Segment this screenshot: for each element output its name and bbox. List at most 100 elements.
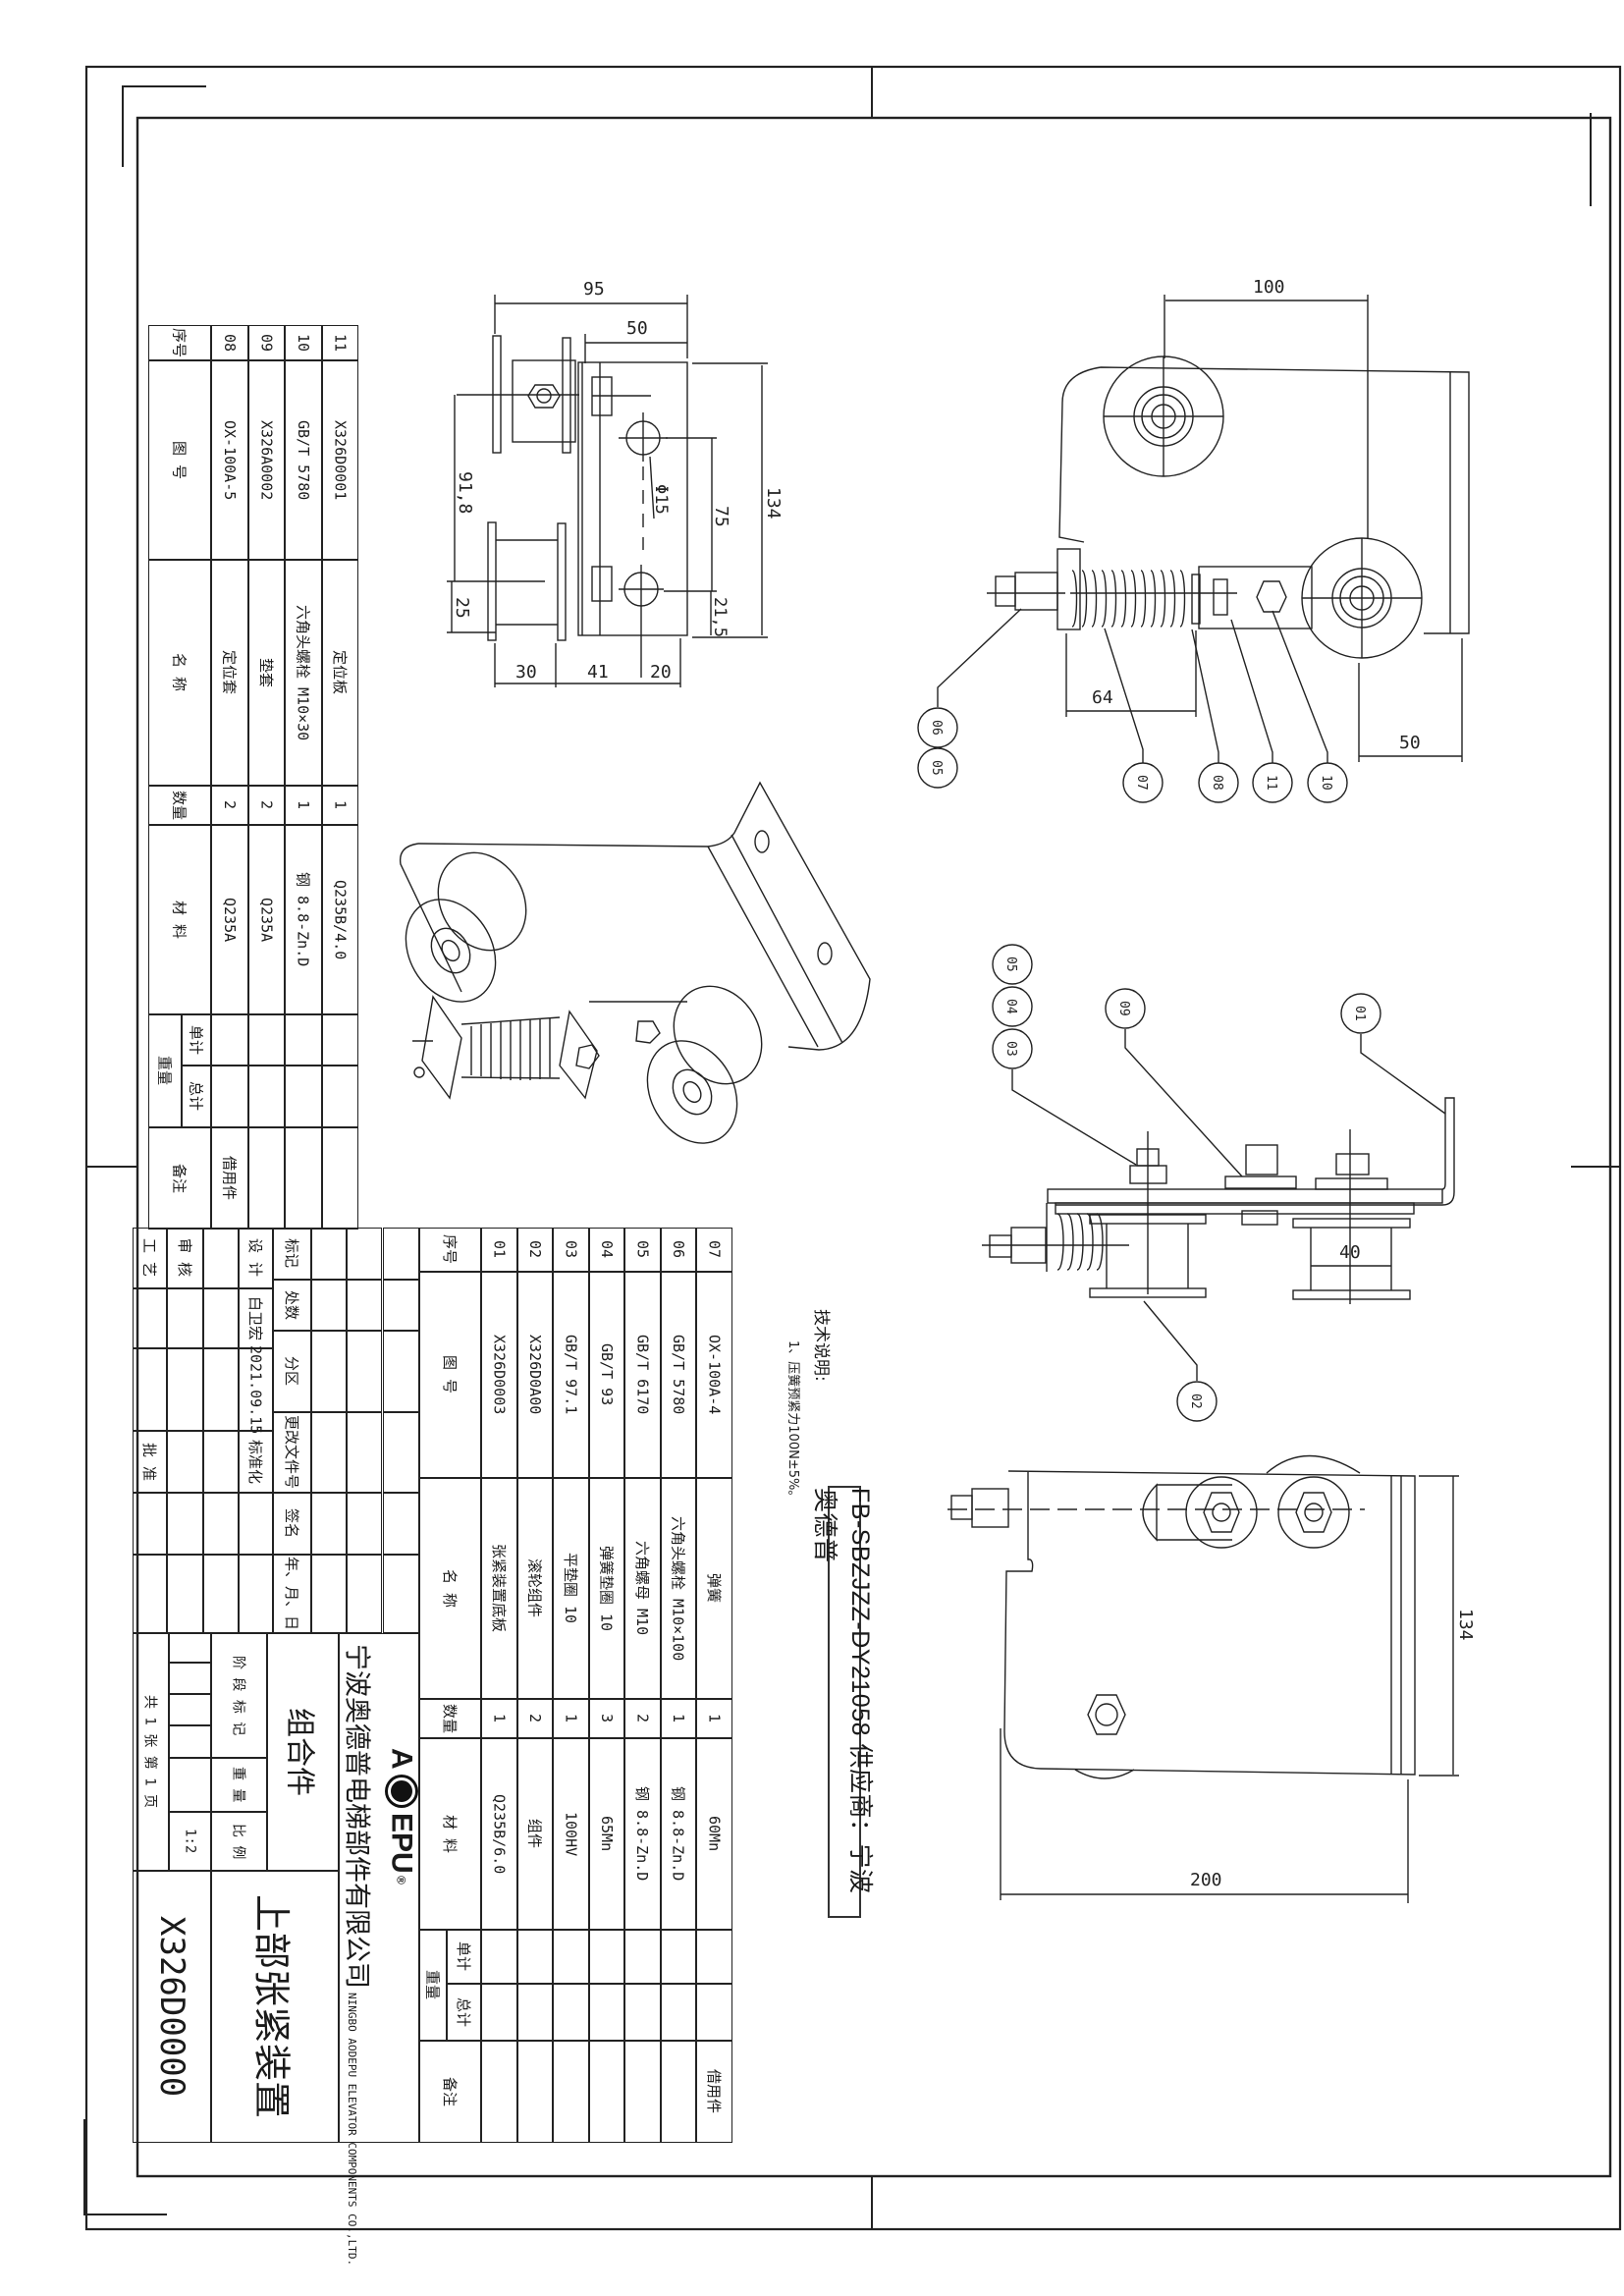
revision-cell xyxy=(203,1431,239,1493)
company-name-en: NINGBO AODEPU ELEVATOR COMPONENTS CO.,LT… xyxy=(346,1993,358,2267)
logo-registered: ® xyxy=(394,1875,408,1885)
part-unit-weight xyxy=(553,1930,589,1984)
revision-cell xyxy=(383,1331,419,1412)
dim-21-5: 21,5 xyxy=(710,597,730,637)
logo-letter: A xyxy=(385,1748,418,1771)
stage-cell xyxy=(169,1694,211,1725)
weight-value xyxy=(169,1758,211,1812)
dim-64: 64 xyxy=(1092,687,1113,708)
revision-cell xyxy=(167,1431,203,1493)
part-note xyxy=(247,1127,285,1230)
svg-text:07: 07 xyxy=(1134,775,1149,791)
part-material: 钢 8.8-Zn.D xyxy=(660,1738,696,1930)
supplier-stamp: FB-SBZJZZ-DY21058 供应商：宁波奥德普 xyxy=(811,1486,874,1918)
part-no: 01 xyxy=(481,1228,517,1272)
stage-label: 阶 段 标 记 xyxy=(211,1633,267,1758)
part-name: 张紧装置底板 xyxy=(481,1478,517,1699)
revision-cell xyxy=(347,1280,382,1331)
balloon-10: 10 xyxy=(1307,762,1348,803)
part-name: 滚轮组件 xyxy=(516,1478,553,1699)
revision-process-label: 工 艺 xyxy=(133,1228,167,1288)
upper-header-qty: 数量 xyxy=(148,786,211,825)
revision-cell xyxy=(239,1493,273,1555)
dim-50: 50 xyxy=(626,318,648,339)
part-material: Q235A xyxy=(247,825,285,1014)
svg-text:11: 11 xyxy=(1264,775,1278,791)
upper-header-no: 序号 xyxy=(148,325,211,360)
part-material: 钢 8.8-Zn.D xyxy=(285,825,322,1014)
dim-200: 200 xyxy=(1190,1870,1222,1890)
balloon-07: 07 xyxy=(1122,762,1164,803)
stage-cell xyxy=(169,1633,211,1663)
revision-date: 2021.09.15 xyxy=(239,1345,273,1434)
revision-cell xyxy=(203,1228,239,1288)
part-no: 03 xyxy=(553,1228,589,1272)
part-unit-weight xyxy=(696,1930,732,1984)
side-view: 95 50 134 75 21,5 Φ15 91,8 25 30 41 20 xyxy=(447,279,784,687)
part-code: X326D0003 xyxy=(481,1272,517,1478)
revision-cell xyxy=(383,1228,419,1280)
part-material: 组件 xyxy=(516,1738,553,1930)
part-name: 六角头螺栓 M10×30 xyxy=(285,560,322,786)
drawing-frame xyxy=(83,65,1622,2231)
revision-cell xyxy=(133,1555,167,1633)
part-code: GB/T 5780 xyxy=(285,360,322,560)
dim-20: 20 xyxy=(650,662,672,683)
part-material: Q235B/4.0 xyxy=(321,825,358,1014)
part-material: 100HV xyxy=(553,1738,589,1930)
revision-cell xyxy=(239,1555,273,1633)
revision-label: 签名 xyxy=(273,1493,311,1555)
revision-cell xyxy=(133,1288,167,1348)
revision-cell xyxy=(311,1228,347,1280)
dim-75: 75 xyxy=(711,506,731,527)
revision-cell xyxy=(133,1493,167,1555)
balloon-05-front: 05 xyxy=(917,747,958,789)
part-note: 借用件 xyxy=(211,1127,248,1230)
drawing-name: 上部张紧装置 xyxy=(211,1871,339,2143)
revision-cell xyxy=(311,1493,347,1555)
part-qty: 2 xyxy=(247,786,285,825)
svg-text:09: 09 xyxy=(1116,1001,1131,1016)
lower-header-no: 序号 xyxy=(419,1228,481,1272)
part-code: GB/T 5780 xyxy=(660,1272,696,1478)
dim-40: 40 xyxy=(1339,1242,1361,1263)
dim-41: 41 xyxy=(587,662,609,683)
part-unit-weight xyxy=(624,1930,661,1984)
part-code: X326D0A00 xyxy=(516,1272,553,1478)
part-name: 定位套 xyxy=(211,560,248,786)
balloon-01: 01 xyxy=(1340,993,1381,1034)
dim-100: 100 xyxy=(1253,277,1285,298)
part-name: 定位板 xyxy=(321,560,358,786)
tech-notes-title: 技术说明: xyxy=(811,1309,831,1382)
part-unit-weight xyxy=(211,1014,248,1066)
part-material: Q235A xyxy=(211,825,248,1014)
svg-text:01: 01 xyxy=(1352,1006,1367,1021)
part-name: 垫套 xyxy=(247,560,285,786)
revision-cell xyxy=(203,1288,239,1348)
part-name: 弹簧 xyxy=(696,1478,732,1699)
svg-text:04: 04 xyxy=(1003,999,1018,1014)
revision-cell xyxy=(311,1280,347,1331)
part-total-weight xyxy=(285,1066,322,1127)
svg-text:10: 10 xyxy=(1319,775,1333,791)
part-code: GB/T 6170 xyxy=(624,1272,661,1478)
lower-header-name: 名 称 xyxy=(419,1478,481,1699)
revision-cell xyxy=(347,1493,382,1555)
part-unit-weight xyxy=(516,1930,553,1984)
upper-header-name: 名 称 xyxy=(148,560,211,786)
dim-91-8: 91,8 xyxy=(455,471,475,514)
part-no: 10 xyxy=(285,325,322,360)
part-note xyxy=(285,1127,322,1230)
stage-cell xyxy=(169,1663,211,1694)
part-material: Q235B/6.0 xyxy=(481,1738,517,1930)
part-note xyxy=(321,1127,358,1230)
part-unit-weight xyxy=(321,1014,358,1066)
revision-cell xyxy=(167,1288,203,1348)
part-code: OX-100A-5 xyxy=(211,360,248,560)
revision-cell xyxy=(347,1331,382,1412)
part-total-weight xyxy=(660,1984,696,2041)
revision-designer: 白卫宏 xyxy=(239,1288,273,1348)
part-material: 65Mn xyxy=(588,1738,624,1930)
revision-cell xyxy=(203,1555,239,1633)
